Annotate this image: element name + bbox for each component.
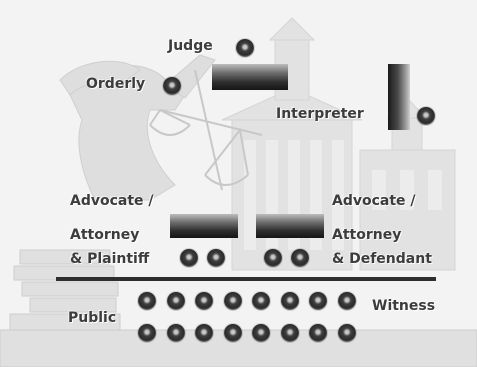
public-seat-icon	[138, 292, 156, 310]
public-label: Public	[68, 310, 117, 326]
plaintiff-seat-icon	[207, 249, 225, 267]
interpreter-label: Interpreter	[276, 106, 364, 122]
public-seat-icon	[309, 292, 327, 310]
defendant-label-line-3: & Defendant	[332, 251, 432, 267]
witness-label: Witness	[372, 298, 436, 314]
defendant-seat-icon	[264, 249, 282, 267]
public-seat-icon	[252, 292, 270, 310]
judge-seat-icon	[236, 39, 254, 57]
plaintiff-label-line-2: Attorney	[70, 227, 140, 243]
defendant-seat-icon	[291, 249, 309, 267]
public-seat-icon	[195, 324, 213, 342]
judge-desk	[212, 64, 288, 90]
defendant-label-line-1: Advocate /	[332, 193, 416, 209]
orderly-seat-icon	[163, 77, 181, 95]
court-bar-divider	[56, 277, 436, 281]
public-seat-icon	[337, 324, 356, 342]
defendant-desk	[256, 214, 324, 238]
interpreter-desk	[388, 64, 410, 130]
public-seat-icon	[280, 324, 299, 342]
judge-label: Judge	[168, 38, 213, 54]
public-seat-icon	[309, 324, 327, 342]
public-seat-icon	[138, 324, 156, 342]
plaintiff-advocate-label: Advocate / Attorney & Plaintiff	[70, 191, 154, 269]
public-seat-icon	[166, 324, 185, 342]
public-seat-icon	[166, 292, 185, 310]
plaintiff-label-line-3: & Plaintiff	[70, 251, 150, 267]
plaintiff-desk	[170, 214, 238, 238]
interpreter-seat-icon	[417, 107, 435, 125]
plaintiff-seat-icon	[180, 249, 198, 267]
public-seat-icon	[252, 324, 270, 342]
public-seat-icon	[223, 292, 242, 310]
defendant-label-line-2: Attorney	[332, 227, 402, 243]
orderly-label: Orderly	[86, 76, 146, 92]
public-seat-icon	[223, 324, 242, 342]
defendant-advocate-label: Advocate / Attorney & Defendant	[332, 191, 432, 269]
plaintiff-label-line-1: Advocate /	[70, 193, 154, 209]
public-seat-icon	[337, 292, 356, 310]
public-seat-icon	[280, 292, 299, 310]
public-seat-icon	[195, 292, 213, 310]
